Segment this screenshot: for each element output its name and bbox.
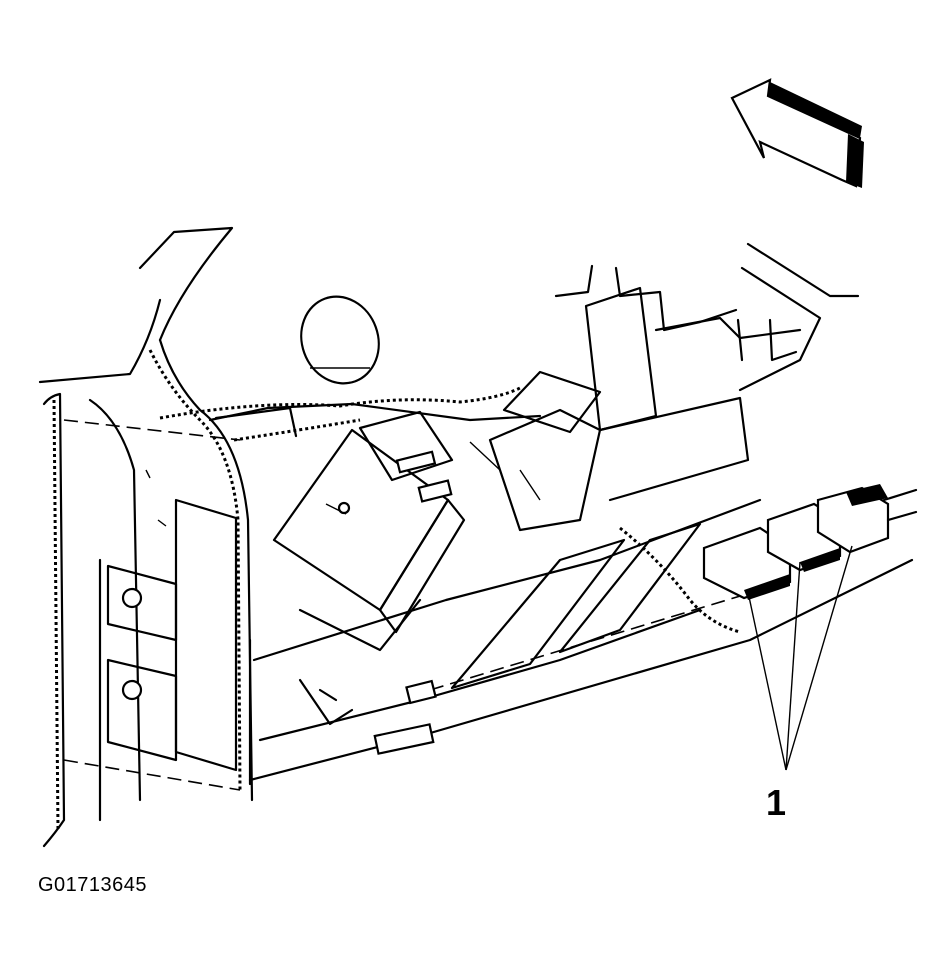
figure-id: G01713645 [38, 874, 148, 896]
left-pillar-trim [42, 338, 254, 848]
knee-bolster-bracket [106, 469, 238, 772]
dash-cowl-outline [38, 226, 860, 392]
instrument-panel-body [208, 402, 914, 786]
hvac-duct [469, 286, 750, 532]
speaker-grille [300, 295, 380, 385]
callout-leader-lines [747, 545, 853, 771]
lower-trim-panel [298, 522, 741, 755]
callout-label: 1 [766, 782, 787, 823]
connector-3 [816, 484, 890, 554]
wiring-harness [159, 386, 521, 442]
glove-box-module [272, 410, 466, 652]
electrical-connectors [702, 484, 918, 600]
direction-arrow-icon [730, 78, 864, 188]
